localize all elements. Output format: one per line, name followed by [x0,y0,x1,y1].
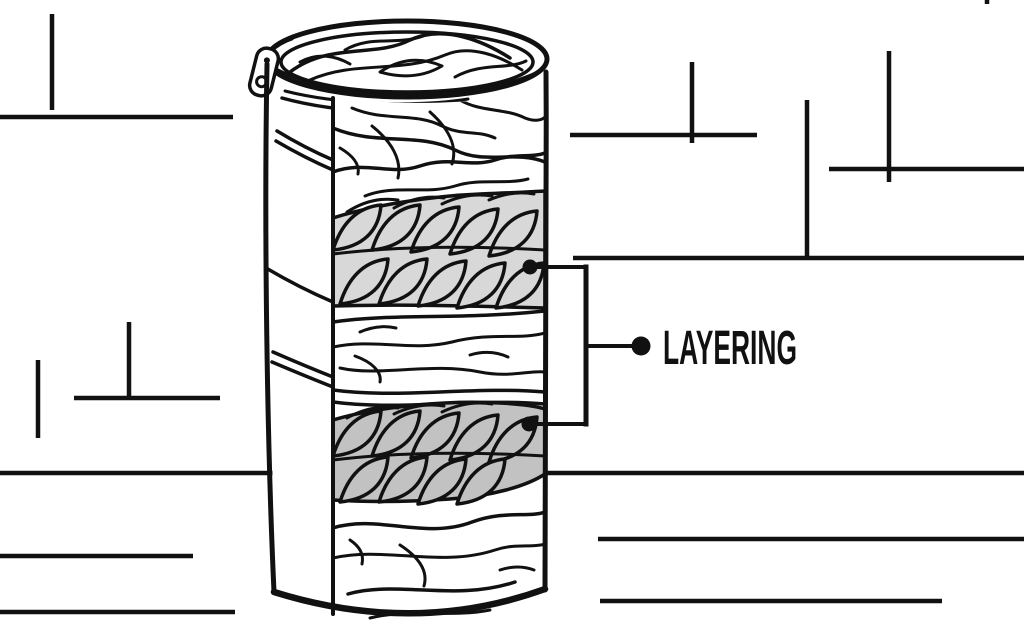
layer-crumpled-top [333,98,545,198]
callout-dot-label [631,336,651,356]
duffel-bag-cutaway [247,18,550,627]
layer-crumpled-middle [333,309,545,408]
layer-rolled-upper [333,189,545,310]
bag-right-edge [542,69,549,593]
bag-edges [263,61,549,617]
layer-rolled-lower [333,400,545,506]
layering-label: LAYERING [663,322,797,375]
rim-front-zipper-track [276,68,542,97]
top-opening-clothes [288,33,528,82]
bag-bottom-edge [270,585,549,617]
side-wall-seams [264,129,335,389]
annotation-lines [0,0,1024,615]
bag-left-edge [263,61,277,595]
layering-callout [521,259,651,432]
cutaway-panel [333,92,545,627]
